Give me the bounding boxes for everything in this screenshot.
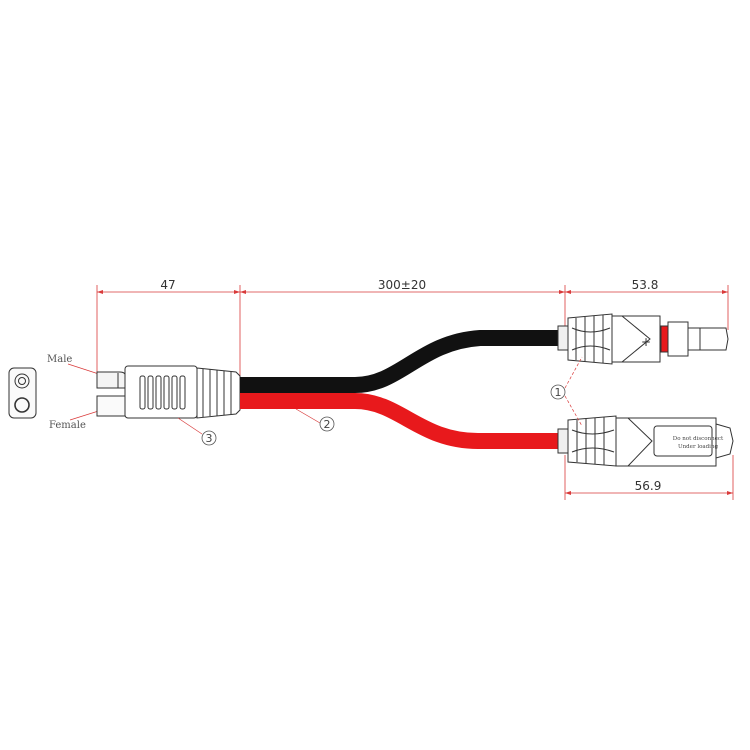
female-warning-line1: Do not disconnect [673, 436, 724, 442]
sae-connector [96, 365, 241, 419]
female-label: Female [49, 420, 86, 431]
female-warning-line2: Under loading [678, 444, 719, 450]
sae-end-view-icon [8, 367, 37, 419]
dim-label-300: 300±20 [378, 278, 426, 292]
male-label: Male [47, 354, 72, 365]
callout-3-number: 3 [206, 432, 213, 445]
sae-grip-slots [139, 375, 186, 410]
callout-1: 1 [550, 356, 583, 427]
dim-label-53-8: 53.8 [632, 278, 659, 292]
callout-1-number: 1 [555, 386, 562, 399]
dimension-arrows [97, 290, 733, 495]
dim-label-56-9: 56.9 [635, 479, 662, 493]
wires [240, 330, 560, 450]
mc4-female-connector [557, 415, 734, 467]
mc4-male-connector [557, 313, 729, 365]
callout-2: 2 [295, 408, 335, 432]
black-wire [240, 330, 560, 393]
dimension-lines [96, 285, 734, 500]
plus-symbol: + [641, 335, 651, 349]
callout-2-number: 2 [324, 418, 331, 431]
callout-3: 3 [177, 417, 217, 446]
dim-label-47: 47 [160, 278, 175, 292]
red-wire [240, 393, 560, 450]
